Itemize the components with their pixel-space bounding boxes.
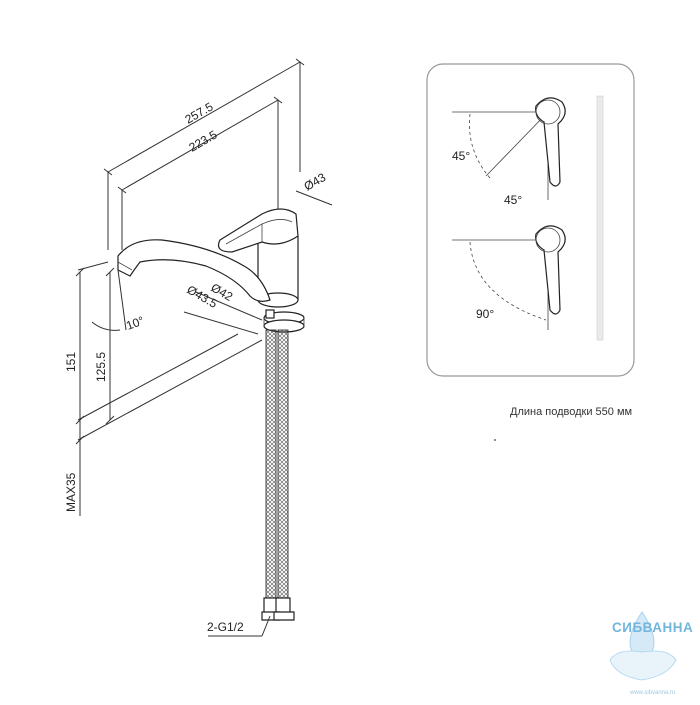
overall-length-label: 257.5 <box>183 99 216 126</box>
lever-rotation-detail: 45° 45° 90° <box>426 63 635 377</box>
brand-name: СИБВАННА <box>612 620 693 635</box>
faucet-spout <box>117 239 271 302</box>
top-angle-left-label: 45° <box>452 149 470 163</box>
max-thickness-label: MAX35 <box>64 472 78 512</box>
faucet-drawing: 257.5 223.5 Ø43 <box>64 58 333 637</box>
bathtub-icon <box>609 650 677 681</box>
hose-length-caption: Длина подводки 550 мм <box>510 406 632 418</box>
brand-watermark: СИБВАННА www.sibvanna.ru <box>609 611 693 696</box>
faucet-body <box>217 208 299 308</box>
body-diameter-label: Ø43 <box>302 170 329 194</box>
supply-hoses <box>261 329 295 621</box>
spout-height-label: 125.5 <box>94 352 108 382</box>
bottom-lever-icon <box>452 225 566 330</box>
brand-url: www.sibvanna.ru <box>629 690 675 696</box>
stray-dot <box>494 439 496 441</box>
bottom-angle-label: 90° <box>476 307 494 321</box>
spout-angle-label: 10° <box>124 313 146 332</box>
faucet-base <box>263 309 305 333</box>
spout-angle-marker <box>91 269 127 331</box>
connection-leader-tick <box>261 615 271 637</box>
height-dimension-lines <box>75 267 263 516</box>
body-diameter-leader <box>295 190 333 206</box>
top-angle-bottom-label: 45° <box>504 193 522 207</box>
connection-label: 2-G1/2 <box>207 620 244 634</box>
spout-length-label: 223.5 <box>187 127 220 154</box>
side-bar <box>596 95 604 341</box>
top-lever-icon <box>452 97 566 200</box>
length-dimension-lines <box>103 58 305 250</box>
total-height-label: 151 <box>64 352 78 372</box>
